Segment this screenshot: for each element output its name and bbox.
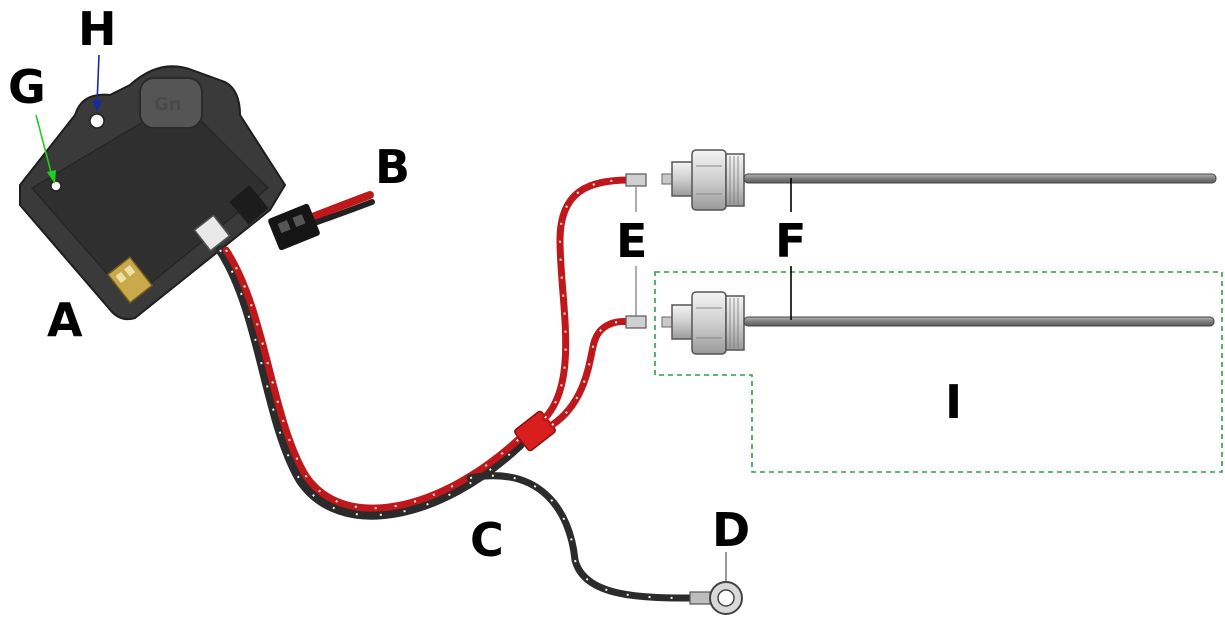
module-marking: Gn bbox=[154, 94, 182, 115]
contact-pad bbox=[106, 256, 154, 304]
terminal-upper bbox=[625, 173, 647, 187]
terminal-lower bbox=[625, 315, 647, 329]
sensor-connector bbox=[193, 214, 231, 252]
pointer-g bbox=[35, 114, 56, 184]
label-e: E bbox=[616, 214, 647, 268]
probe-lower bbox=[661, 291, 1215, 355]
ring-terminal bbox=[689, 552, 743, 615]
led-g bbox=[50, 180, 62, 192]
label-d: D bbox=[712, 503, 750, 557]
mounting-hole-h bbox=[89, 113, 105, 129]
label-h: H bbox=[78, 2, 117, 56]
branch-wires bbox=[541, 176, 634, 429]
main-cable bbox=[215, 245, 525, 520]
ground-wire bbox=[466, 472, 709, 602]
control-module: Gn bbox=[19, 65, 287, 321]
label-g: G bbox=[8, 60, 46, 114]
label-a: A bbox=[47, 293, 83, 347]
label-c: C bbox=[470, 513, 504, 567]
pointer-h bbox=[92, 54, 102, 112]
zone-i-outline bbox=[654, 271, 1223, 473]
probe-upper bbox=[661, 149, 1217, 211]
power-plug bbox=[268, 191, 375, 251]
label-i: I bbox=[945, 375, 962, 429]
label-f: F bbox=[775, 214, 806, 268]
label-b: B bbox=[375, 140, 410, 194]
